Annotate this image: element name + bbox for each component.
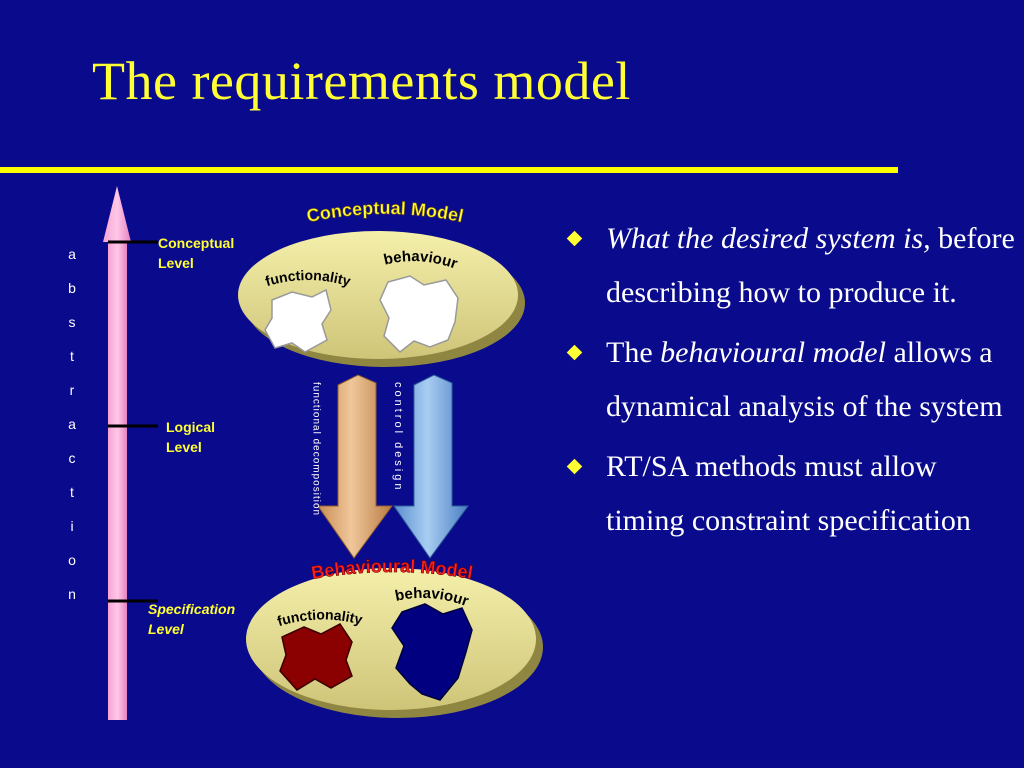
control-design-label: control design — [392, 382, 404, 493]
behavioural-functionality-blob — [279, 623, 353, 691]
functional-decomposition-label: functional decomposition — [311, 382, 322, 516]
conceptual-behaviour-blob — [379, 275, 459, 354]
conceptual-functionality-label: functionality — [263, 267, 352, 289]
diamond-bullet-icon — [566, 458, 583, 475]
logical-level-label: Logical Level — [166, 419, 219, 455]
requirements-diagram: a b s t r a c t i o n Conceptual Level L… — [64, 186, 543, 720]
abstraction-arrow — [103, 186, 131, 720]
specification-level-label: Specification Level — [148, 601, 239, 637]
slide-title: The requirements model — [92, 51, 631, 111]
diamond-bullet-icon — [566, 344, 583, 361]
bullet-item: What the desired system is, before descr… — [566, 212, 1016, 320]
functional-decomposition-arrow — [317, 374, 393, 559]
abstraction-label: a b s t r a c t i o n — [64, 246, 80, 603]
diamond-bullet-icon — [566, 230, 583, 247]
title-rule — [0, 167, 898, 173]
conceptual-level-label: Conceptual Level — [158, 235, 238, 271]
conceptual-functionality-blob — [264, 288, 332, 353]
behavioural-behaviour-blob — [391, 603, 473, 701]
conceptual-model-title: Conceptual Model — [305, 198, 465, 226]
bullet-list: What the desired system is, before descr… — [566, 212, 1016, 554]
control-design-arrow — [393, 374, 469, 559]
behavioural-functionality-label: functionality — [275, 606, 364, 629]
bullet-item: RT/SA methods must allow timing constrai… — [566, 440, 1016, 548]
bullet-item: The behavioural model allows a dynamical… — [566, 326, 1016, 434]
